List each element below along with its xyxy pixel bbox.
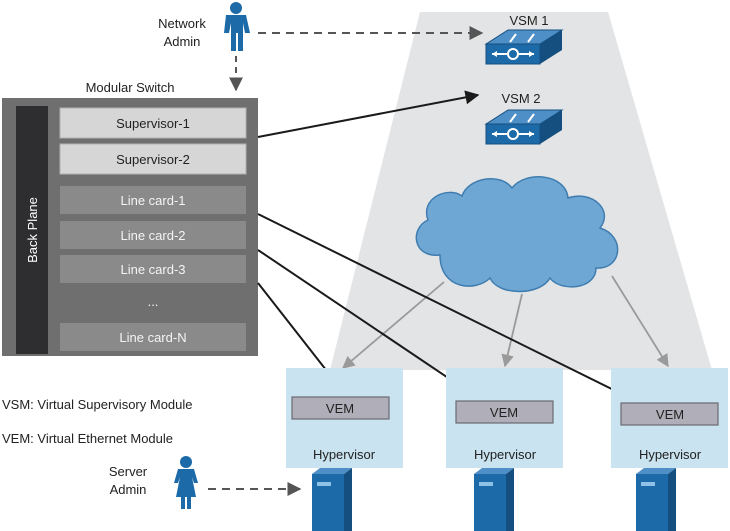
host-2: VEM Hypervisor (446, 368, 563, 468)
host-2-hypervisor-label: Hypervisor (474, 447, 537, 462)
server-admin-label-line2: Admin (110, 482, 147, 497)
modular-switch-title: Modular Switch (86, 80, 175, 95)
line-card-1-to-host-3-arrow (257, 213, 642, 404)
cloud-to-host-3-connector (611, 275, 669, 368)
line-card-2 (60, 221, 246, 249)
host-3-vem-label: VEM (656, 407, 684, 422)
vsm-1-device: VSM 1 (484, 13, 564, 65)
line-card-2-label: Line card-2 (120, 228, 185, 243)
back-plane (16, 106, 48, 354)
host-3: VEM Hypervisor (611, 368, 728, 468)
host-1-hypervisor-label: Hypervisor (313, 447, 376, 462)
supervisor-1-card (59, 107, 247, 139)
host-2-vem-label: VEM (490, 405, 518, 420)
line-card-1 (60, 186, 246, 214)
modular-switch-chassis: Back Plane Supervisor-1 Supervisor-2 Lin… (2, 98, 258, 356)
host-1-vem (291, 396, 390, 420)
server-2-icon (474, 468, 514, 531)
host-3-vem (620, 402, 719, 426)
host-1-vem-label: VEM (326, 401, 354, 416)
supervisor-2-card (59, 143, 247, 175)
network-admin-person-icon (224, 2, 250, 51)
network-admin-label-line1: Network (158, 16, 206, 31)
host-2-vem (455, 400, 554, 424)
line-card-2-to-host-2-arrow (257, 249, 480, 399)
line-card-3 (60, 255, 246, 283)
server-admin-label-line1: Server (109, 464, 148, 479)
line-card-n-label: Line card-N (119, 330, 186, 345)
server-admin-person-icon (174, 456, 198, 509)
server-3-icon (636, 468, 676, 531)
cloud-to-host-2-connector (501, 293, 523, 368)
line-card-1-label: Line card-1 (120, 193, 185, 208)
network-admin-label-line2: Admin (164, 34, 201, 49)
legend-vem: VEM: Virtual Ethernet Module (2, 431, 173, 446)
supervisor-2-label: Supervisor-2 (116, 152, 190, 167)
host-1: VEM Hypervisor (286, 368, 403, 468)
legend-vsm: VSM: Virtual Supervisory Module (2, 397, 193, 412)
network-cloud (415, 176, 619, 293)
vsm-2-device: VSM 2 (484, 91, 564, 145)
cloud-to-host-1-connector (342, 281, 445, 369)
line-card-3-label: Line card-3 (120, 262, 185, 277)
back-plane-label: Back Plane (25, 197, 40, 263)
line-card-ellipsis: ... (148, 294, 159, 309)
vsm-1-label: VSM 1 (509, 13, 548, 28)
supervisor-to-vsm2-arrow (257, 90, 480, 138)
vsm-2-label: VSM 2 (501, 91, 540, 106)
supervisor-1-label: Supervisor-1 (116, 116, 190, 131)
host-3-hypervisor-label: Hypervisor (639, 447, 702, 462)
server-1-icon (312, 468, 352, 531)
line-card-n (60, 323, 246, 351)
